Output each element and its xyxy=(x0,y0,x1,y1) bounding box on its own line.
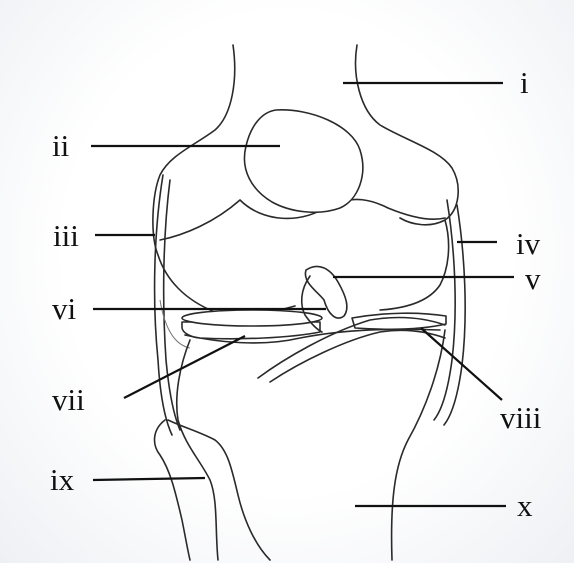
lateral-collateral-ligament xyxy=(155,175,190,435)
label-ii: ii xyxy=(52,128,70,163)
lateral-meniscus xyxy=(182,310,322,339)
label-iv: iv xyxy=(516,226,541,261)
label-viii: viii xyxy=(500,400,542,435)
label-vii: vii xyxy=(52,382,85,417)
label-i: i xyxy=(520,65,529,100)
label-x: x xyxy=(517,488,533,523)
medial-collateral-ligament xyxy=(434,200,465,425)
label-vi: vi xyxy=(52,291,77,326)
tibia xyxy=(177,329,445,560)
patella xyxy=(244,110,362,212)
label-iii: iii xyxy=(53,218,79,253)
label-ix: ix xyxy=(50,462,75,497)
posterior-cruciate-ligament xyxy=(305,266,347,318)
leader-vii xyxy=(124,336,245,398)
leader-viii xyxy=(421,328,502,400)
leader-ix xyxy=(93,478,205,480)
label-v: v xyxy=(525,261,541,296)
